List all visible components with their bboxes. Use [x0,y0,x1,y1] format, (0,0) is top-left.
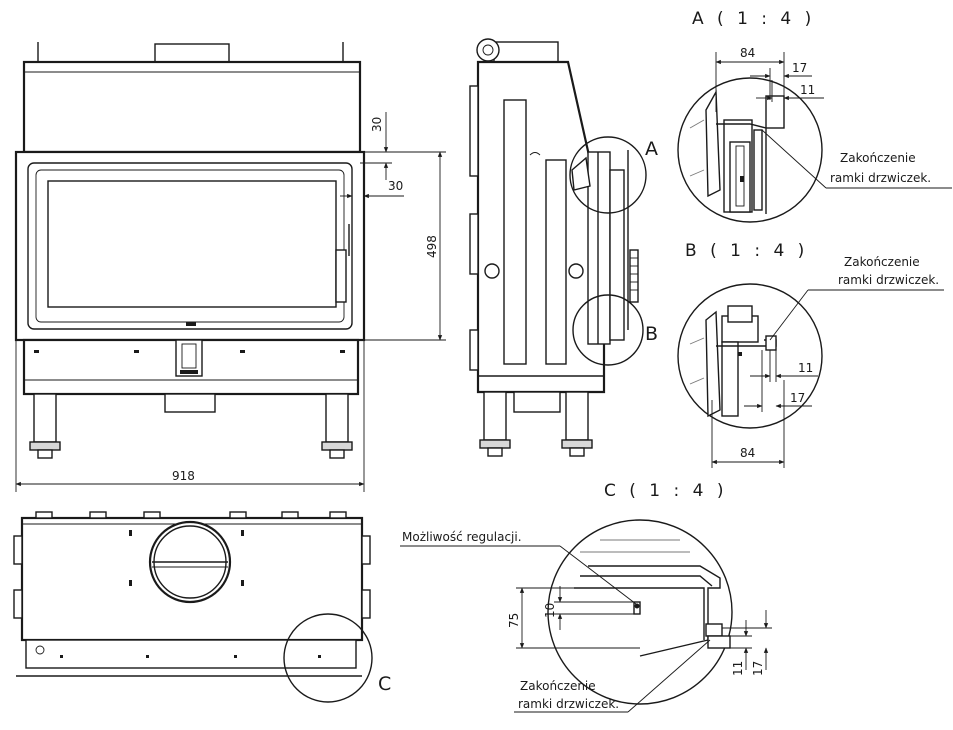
side-view: A B [469,38,658,457]
note-a-line2: ramki drzwiczek. [830,171,931,185]
detail-a-title: A ( 1 : 4 ) [692,9,815,29]
dim-c-11: 11 [731,661,745,676]
dim-frame-top: 30 [370,117,384,132]
dim-a-width: 84 [740,46,755,60]
dim-frame-side: 30 [388,179,403,193]
front-view: 918 498 30 30 [14,42,446,492]
marker-a: A [645,138,658,160]
dim-b-width: 84 [740,446,755,460]
dim-glass-height: 498 [425,235,439,258]
detail-c: C ( 1 : 4 ) 75 10 11 17 Możliwość r [400,481,772,713]
detail-b: B ( 1 : 4 ) 11 17 84 Zakończenie ramki d… [677,241,944,468]
note-c-adjust: Możliwość regulacji. [402,530,522,544]
dim-a-17: 17 [792,61,807,75]
dim-b-17: 17 [790,391,805,405]
detail-c-title: C ( 1 : 4 ) [604,481,728,501]
note-c-line1: Zakończenie [520,679,596,693]
dim-b-11: 11 [798,361,813,375]
note-c-line2: ramki drzwiczek. [518,697,619,711]
dim-a-11: 11 [800,83,815,97]
note-a-line1: Zakończenie [840,151,916,165]
dim-c-17: 17 [751,661,765,676]
dim-c-10: 10 [543,603,557,618]
top-view: C [13,511,391,703]
dim-overall-width: 918 [172,469,195,483]
detail-b-title: B ( 1 : 4 ) [685,241,808,261]
marker-c: C [378,673,391,695]
marker-b: B [645,323,658,345]
detail-a: A ( 1 : 4 ) 84 17 11 Zakończenie ramki d… [677,9,952,223]
dim-c-75: 75 [507,613,521,628]
note-b-line1: Zakończenie [844,255,920,269]
note-b-line2: ramki drzwiczek. [838,273,939,287]
